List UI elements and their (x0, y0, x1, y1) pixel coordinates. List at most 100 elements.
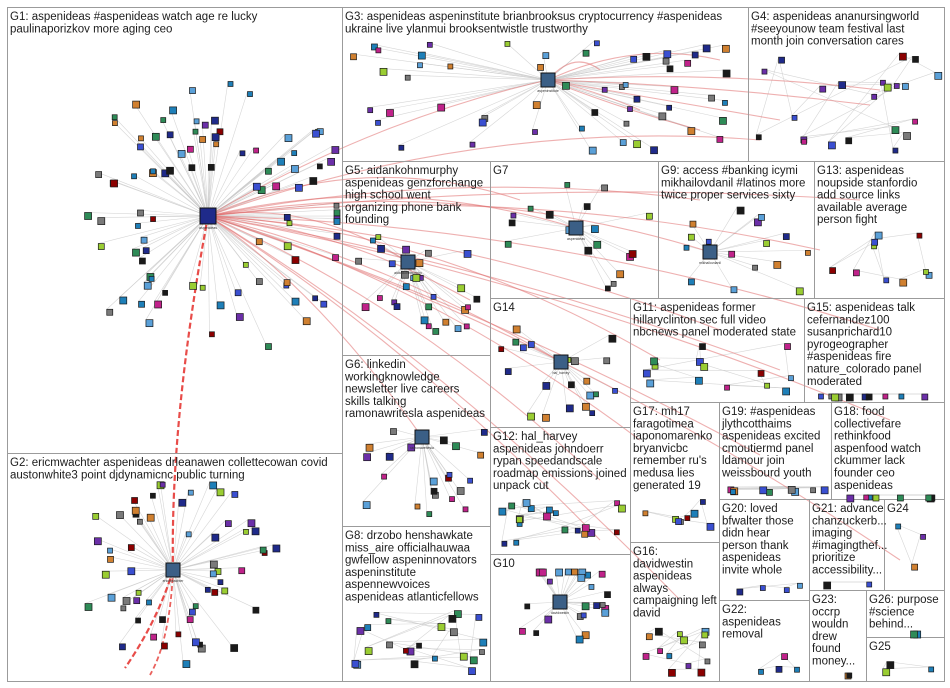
edge-g2 (172, 569, 198, 643)
edge-g9 (709, 240, 764, 253)
node-g9 (689, 220, 697, 228)
edge-g8 (410, 649, 480, 662)
node-g15 (882, 393, 889, 400)
node-g2 (146, 513, 155, 522)
group-label-line: aspenideas genzforchange (345, 177, 483, 189)
group-label-line: G13: aspenideas (817, 165, 904, 177)
group-label-line: G18: food (834, 406, 885, 418)
edge-inter-group (207, 215, 761, 456)
edge-g1 (207, 214, 285, 217)
edge-inter-group (547, 79, 781, 121)
node-g14 (608, 334, 617, 343)
group-label-line: skills talking (345, 396, 406, 408)
node-g3 (722, 100, 728, 106)
edge-g1 (207, 157, 278, 217)
node-g1 (166, 166, 174, 175)
edge-g1 (207, 215, 210, 332)
edge-inter-group (547, 52, 721, 81)
node-g6 (477, 451, 485, 459)
edge-g8 (351, 655, 433, 661)
node-g11 (764, 382, 770, 389)
group-label-line: susanprichard10 (807, 327, 892, 339)
edge-g2 (172, 569, 177, 632)
node-g16 (697, 668, 706, 677)
group-label-line: aspennewvoices (345, 579, 430, 591)
node-g3 (437, 103, 446, 112)
group-label-line: aspenideas (722, 616, 781, 628)
edge-g3 (469, 79, 549, 143)
edge-g8 (365, 610, 455, 648)
node-g17 (642, 510, 649, 517)
edge-g13 (916, 233, 927, 273)
hub-node-g1 (199, 207, 217, 225)
node-g1 (283, 279, 291, 286)
node-g8 (468, 667, 476, 676)
group-label-line: drew (812, 631, 838, 643)
node-g1 (177, 150, 186, 158)
node-g5 (425, 249, 432, 257)
edge-g1 (207, 215, 293, 299)
node-g5 (370, 237, 376, 244)
node-g14 (527, 341, 535, 348)
edge-g20 (736, 582, 798, 590)
node-g8 (437, 623, 446, 631)
node-g1 (255, 238, 263, 246)
group-label-line: cmoutiermd panel (722, 443, 813, 455)
node-g25 (928, 666, 935, 673)
node-g11 (650, 357, 658, 366)
edge-g4 (880, 80, 894, 149)
edge-g8 (469, 614, 477, 657)
node-g9 (782, 233, 790, 240)
node-g2 (150, 633, 158, 641)
edge-g1 (207, 215, 236, 290)
node-g1 (283, 242, 292, 251)
edge-g3 (547, 79, 634, 141)
node-g5 (401, 270, 409, 279)
node-g16 (666, 653, 673, 659)
group-label-line: occrp (812, 606, 840, 618)
group-label-line: G11: aspenideas former (633, 302, 756, 314)
edge-g16 (666, 636, 681, 654)
node-g1 (333, 202, 340, 209)
group-label-line: G15: aspenideas talk (807, 302, 915, 314)
node-g1 (162, 290, 168, 296)
node-g19 (810, 487, 816, 494)
hub-label-g10: davidwestin (551, 611, 569, 615)
group-label-line: money... (812, 656, 855, 668)
node-g6 (426, 511, 433, 517)
node-g12 (501, 540, 508, 547)
node-g8 (479, 638, 488, 647)
edge-g6 (421, 436, 428, 512)
node-g14 (504, 368, 512, 375)
edge-g8 (365, 615, 450, 648)
group-label-line: rethinkfood (834, 431, 891, 443)
edge-g6 (421, 436, 432, 489)
edge-g2 (172, 519, 249, 571)
node-g14 (542, 413, 550, 422)
edge-inter-group (207, 215, 881, 331)
node-g8 (385, 618, 392, 624)
node-g2 (120, 605, 127, 612)
node-g3 (702, 44, 711, 53)
node-g1 (309, 177, 318, 185)
node-g1 (242, 261, 249, 268)
node-g5 (420, 316, 429, 325)
group-label-line: ukraine live ylanmui brooksentwistle tru… (345, 23, 588, 35)
node-g10 (593, 602, 600, 609)
group-label-line: G26: purpose (869, 594, 939, 606)
edge-g1 (187, 146, 209, 217)
group-label-line: generated 19 (633, 480, 701, 492)
node-g15 (898, 393, 905, 400)
node-g1 (284, 134, 293, 142)
edge-g6 (366, 436, 423, 445)
group-label-line: found (812, 643, 841, 655)
node-g14 (586, 391, 595, 400)
edge-inter-group (547, 76, 881, 91)
node-g2 (209, 481, 218, 490)
edge-g2 (172, 569, 188, 617)
node-g2 (133, 597, 141, 605)
node-g4 (899, 52, 907, 61)
